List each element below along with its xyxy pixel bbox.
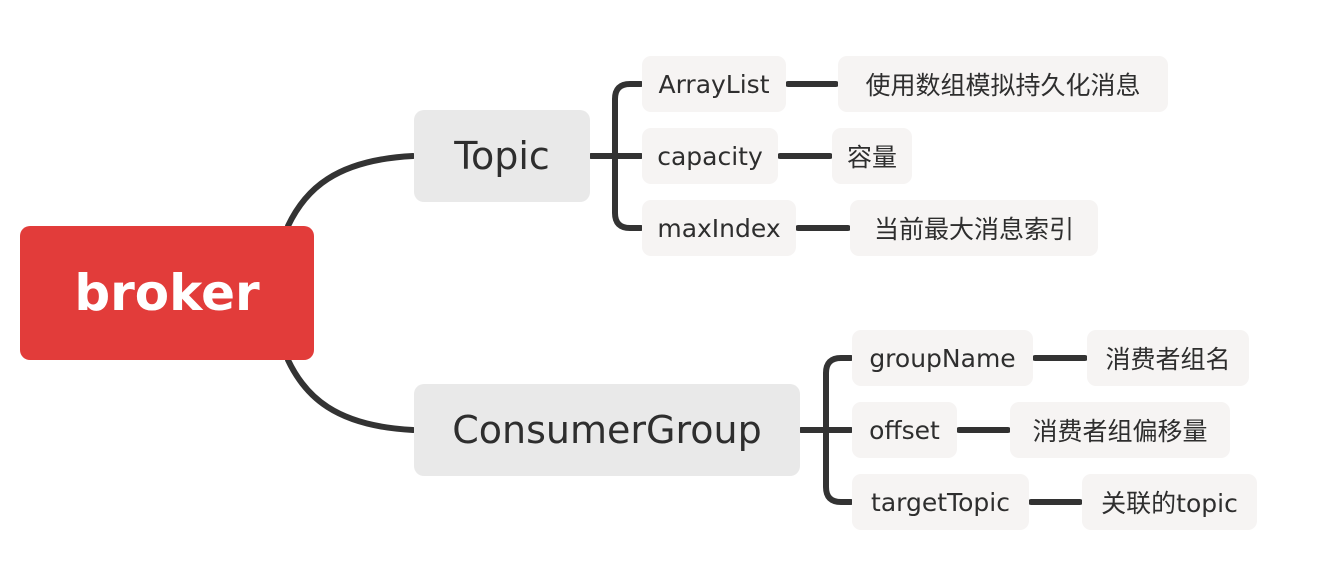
leaf-desc-offset[interactable]: 消费者组偏移量 [1010, 402, 1230, 458]
leaf-desc-targettopic[interactable]: 关联的topic [1082, 474, 1257, 530]
leaf-desc-capacity[interactable]: 容量 [832, 128, 912, 184]
leaf-desc-arraylist[interactable]: 使用数组模拟持久化消息 [838, 56, 1168, 112]
leaf-node-capacity[interactable]: capacity [642, 128, 778, 184]
connector-consumergroup-bracket [798, 355, 854, 505]
leaf-desc-maxindex[interactable]: 当前最大消息索引 [850, 200, 1098, 256]
leaf-node-arraylist[interactable]: ArrayList [642, 56, 786, 112]
branch-node-consumergroup[interactable]: ConsumerGroup [414, 384, 800, 476]
leaf-node-offset[interactable]: offset [852, 402, 957, 458]
leaf-node-targettopic[interactable]: targetTopic [852, 474, 1029, 530]
connector-topic-bracket [588, 81, 644, 231]
connector-root-topic [285, 153, 416, 229]
root-node-broker[interactable]: broker [20, 226, 314, 360]
leaf-node-maxindex[interactable]: maxIndex [642, 200, 796, 256]
leaf-desc-groupname[interactable]: 消费者组名 [1087, 330, 1249, 386]
connector-root-consumergroup [285, 357, 416, 433]
leaf-node-groupname[interactable]: groupName [852, 330, 1033, 386]
branch-node-topic[interactable]: Topic [414, 110, 590, 202]
